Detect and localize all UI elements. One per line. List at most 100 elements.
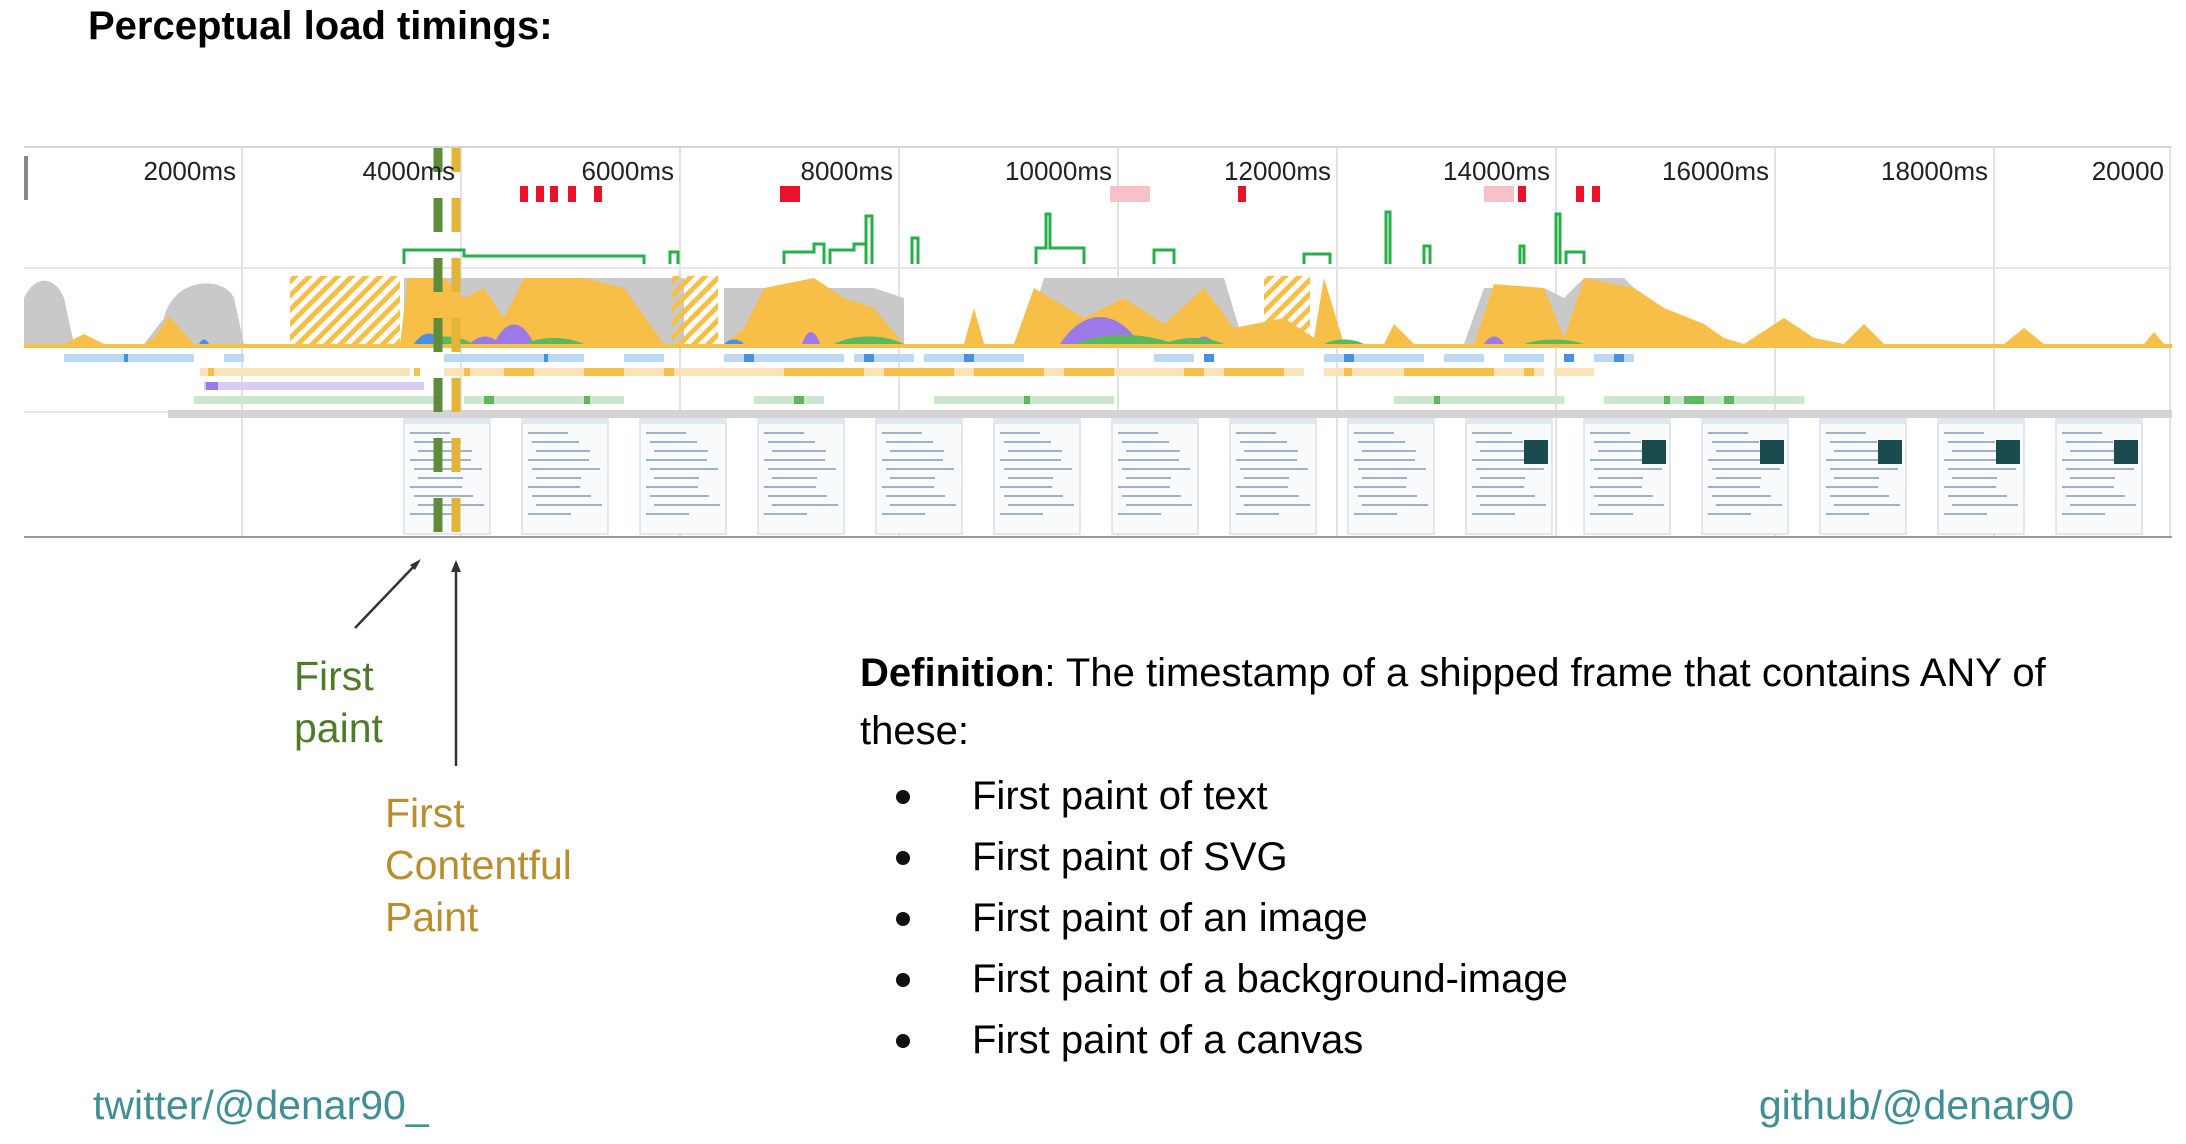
filmstrip-text-line [1472,432,1512,434]
filmstrip-text-line [1000,432,1040,434]
jank-marker [520,186,528,202]
filmstrip-frame-header [1466,418,1552,424]
filmstrip-frame [1465,417,1553,535]
filmstrip-text-line [1236,513,1279,515]
filmstrip-text-line [2070,504,2136,506]
filmstrip-text-line [1118,459,1179,461]
filmstrip-text-line [1594,468,1662,470]
filmstrip-text-line [1952,450,2006,452]
network-bar [504,368,534,376]
filmstrip-text-line [1590,432,1630,434]
network-bar [1724,396,1734,404]
bullet-icon [896,912,910,926]
filmstrip-text-line [1826,513,1869,515]
fcp-arrowhead [451,560,461,572]
filmstrip-text-line [764,459,825,461]
filmstrip-text-line [646,459,707,461]
filmstrip-frame-header [1820,418,1906,424]
bullet-icon [896,1034,910,1048]
filmstrip-text-line [1826,486,1878,488]
filmstrip-text-line [1708,486,1760,488]
twitter-handle[interactable]: twitter/@denar90_ [93,1082,429,1128]
filmstrip-text-line [1948,468,2016,470]
filmstrip-text-line [1000,513,1043,515]
filmstrip-text-line [1944,513,1987,515]
rendering-area [470,336,500,344]
list-item-text: First paint of an image [972,896,1368,940]
filmstrip-thumbnail [1760,440,1784,464]
filmstrip-text-line [1240,495,1299,497]
github-handle[interactable]: github/@denar90 [1758,1082,2074,1128]
filmstrip-frame [1937,417,2025,535]
filmstrip-text-line [882,486,934,488]
fcp-line-3: Paint [385,894,479,940]
network-bar [1024,396,1030,404]
list-item-text: First paint of a canvas [972,1018,1364,1062]
filmstrip-text-line [2070,477,2115,479]
filmstrip-text-line [1244,504,1310,506]
tick-label: 4000ms [362,156,456,186]
filmstrip-text-line [1118,432,1158,434]
network-bar [974,368,1044,376]
network-bar [464,368,470,376]
first-paint-line-1: First [294,653,374,699]
network-bar [864,354,874,362]
network-bar [794,396,804,404]
filmstrip-text-line [1000,459,1061,461]
first-paint-callout: First paint [294,650,383,754]
loading-area [199,339,209,344]
filmstrip-frame [1111,417,1199,535]
timeline-graph [24,148,2172,536]
filmstrip-text-line [1240,441,1287,443]
filmstrip-text-line [1358,468,1426,470]
network-bar [64,354,194,362]
filmstrip-text-line [1830,441,1877,443]
filmstrip-text-line [1244,450,1298,452]
list-item: First paint of SVG [860,827,2080,888]
filmstrip-text-line [1122,441,1169,443]
painting-area [524,338,584,344]
filmstrip-frame [1583,417,1671,535]
filmstrip-text-line [532,441,579,443]
network-bar [664,368,674,376]
filmstrip-text-line [2062,513,2105,515]
network-bar [964,354,974,362]
definition-body: : The timestamp of a shipped frame that … [860,651,2046,753]
network-bar [1434,396,1440,404]
filmstrip-text-line [532,495,591,497]
jank-marker [1484,186,1514,202]
filmstrip-text-line [2066,441,2113,443]
filmstrip-text-line [536,450,590,452]
filmstrip-text-line [414,495,473,497]
filmstrip-text-line [650,441,697,443]
network-bar [1444,354,1484,362]
definition-list: First paint of text First paint of SVG F… [860,766,2080,1071]
painting-area [1074,335,1174,344]
network-bar [584,368,624,376]
filmstrip-thumbnail [1996,440,2020,464]
filmstrip-frame-header [876,418,962,424]
fps-line [402,210,1586,264]
filmstrip-thumbnail [1878,440,1902,464]
filmstrip-text-line [654,450,708,452]
filmstrip-text-line [528,432,568,434]
filmstrip-text-line [418,477,463,479]
filmstrip-text-line [418,450,472,452]
list-item-text: First paint of a background-image [972,957,1568,1001]
filmstrip-thumbnail [1642,440,1666,464]
filmstrip-frame [993,417,1081,535]
rendering-area [494,324,534,344]
network-bar [1664,396,1670,404]
filmstrip-text-line [418,504,484,506]
filmstrip-text-line [1354,513,1397,515]
network-bar [1524,368,1534,376]
filmstrip-frame-header [640,418,726,424]
filmstrip-text-line [1590,513,1633,515]
filmstrip-frame-header [1230,418,1316,424]
filmstrip-text-line [1708,513,1751,515]
filmstrip-text-line [1480,504,1546,506]
filmstrip-text-line [772,450,826,452]
filmstrip-text-line [1126,504,1192,506]
filmstrip-text-line [1716,450,1770,452]
network-bar [444,354,584,362]
